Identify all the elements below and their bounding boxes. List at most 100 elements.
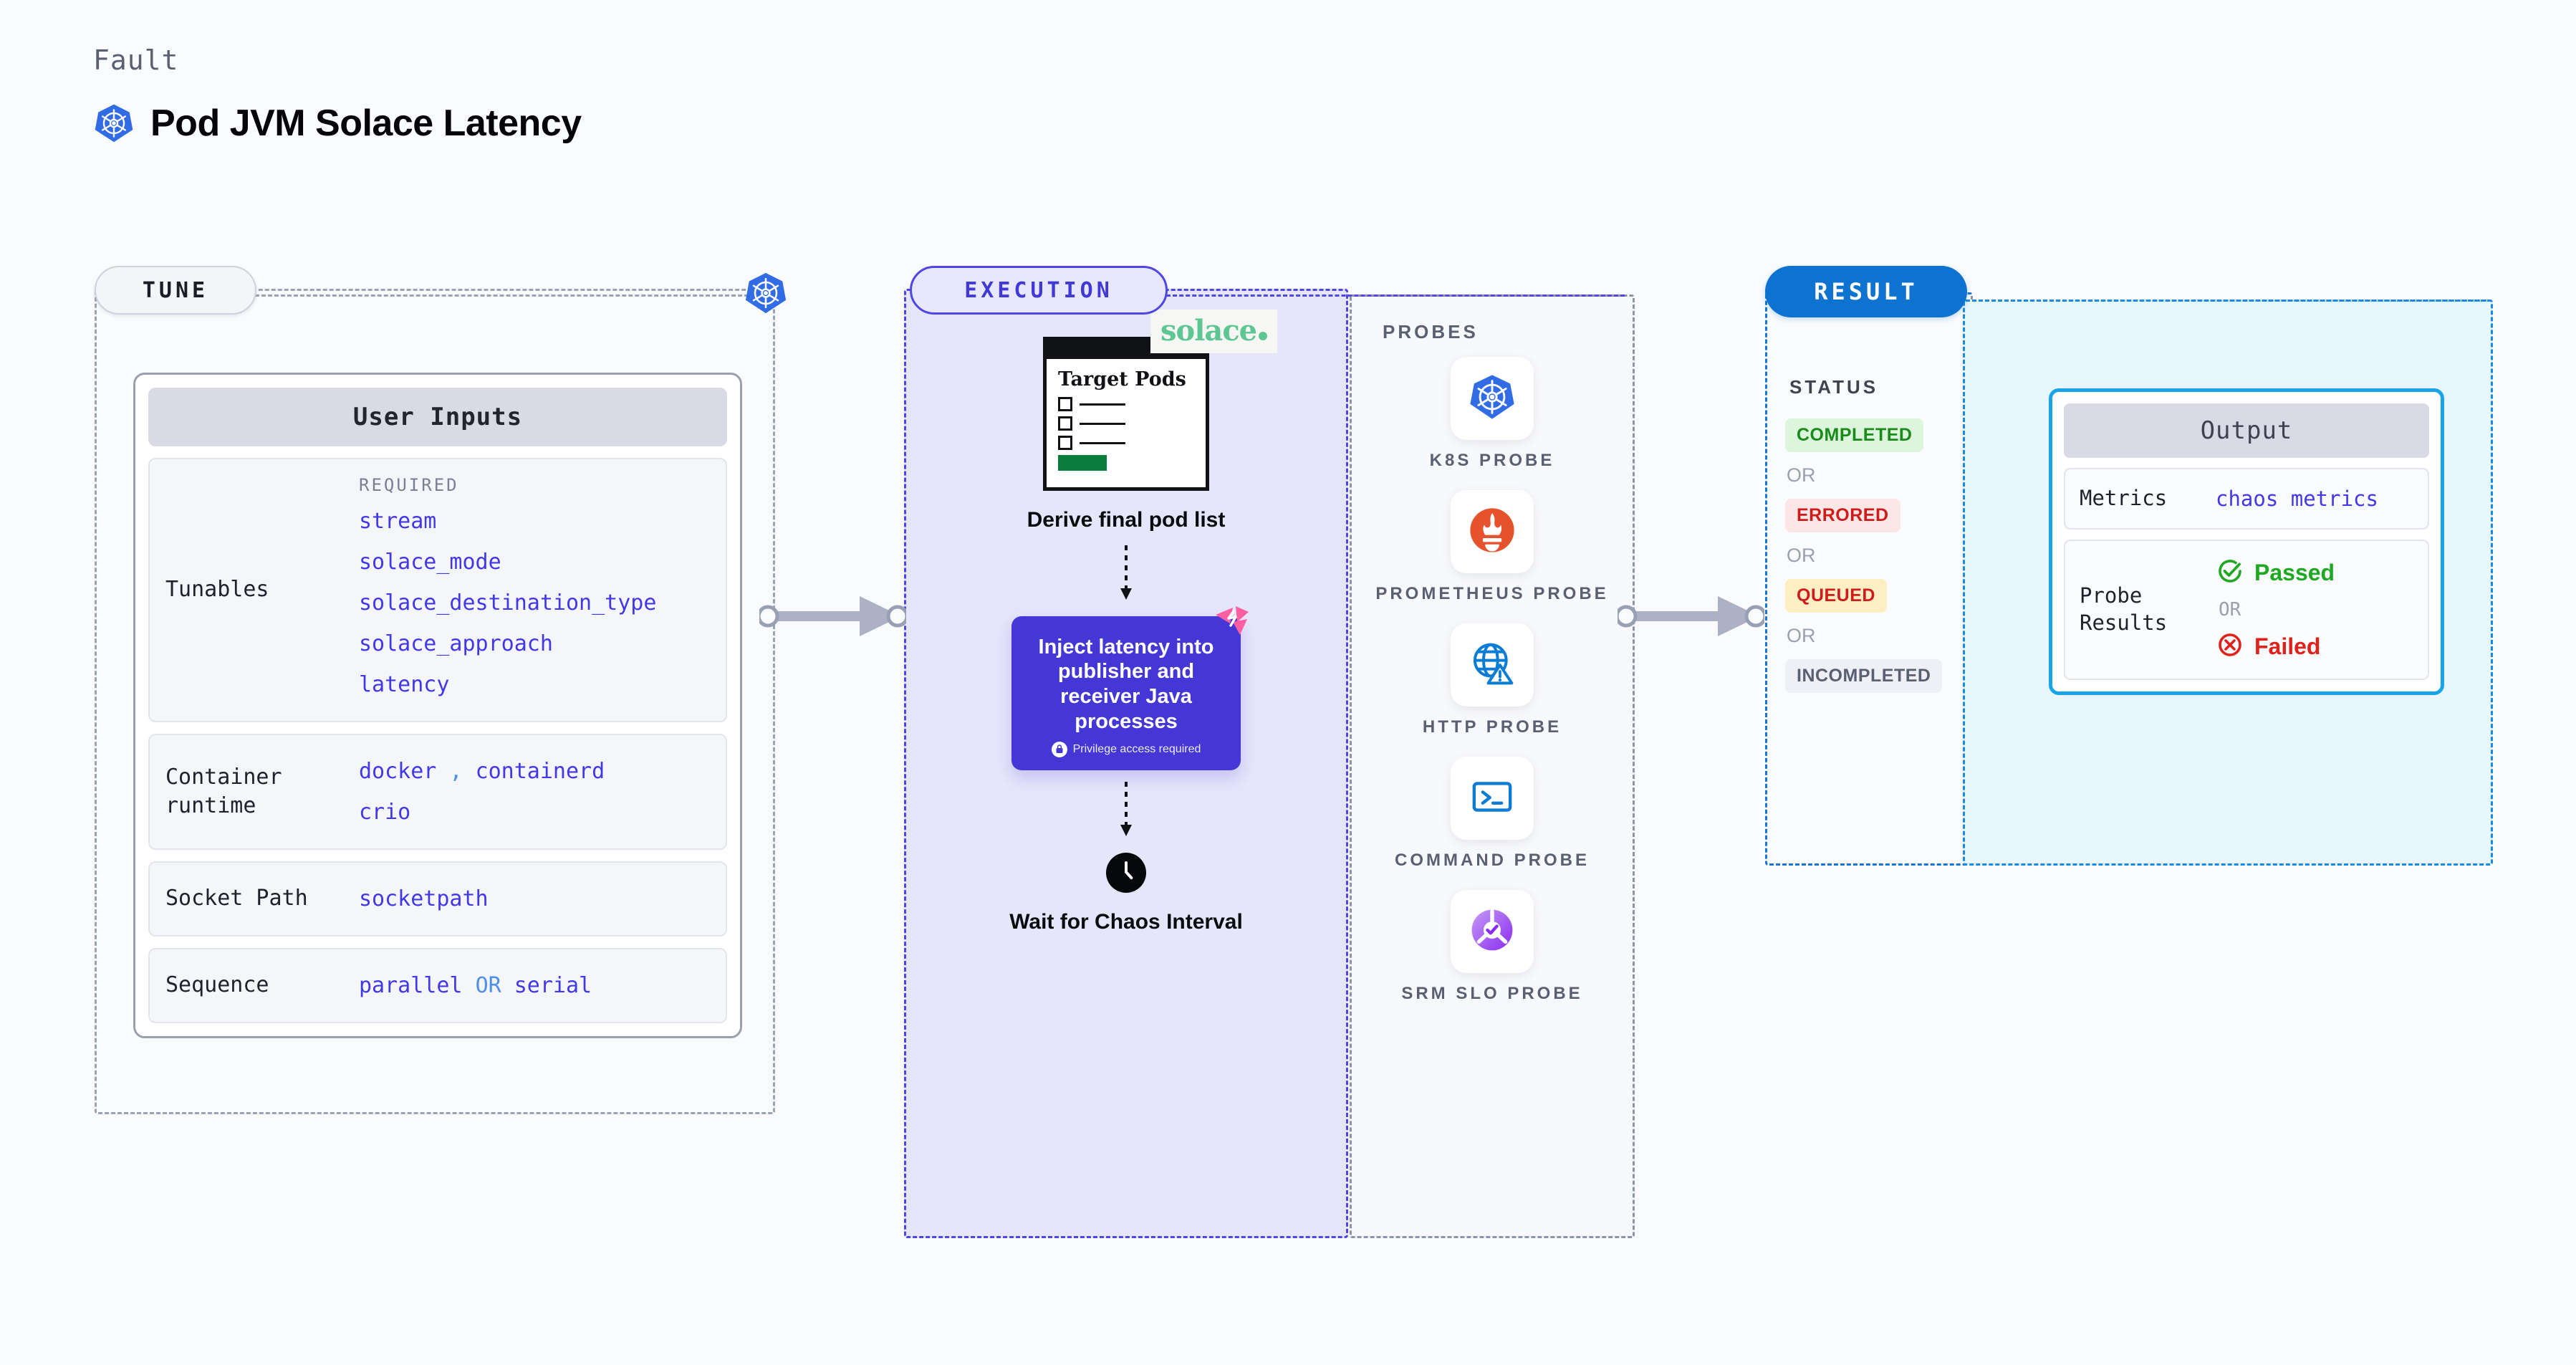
- probe-item-command[interactable]: COMMAND PROBE: [1395, 757, 1590, 871]
- result-connector-line: [1966, 300, 2491, 302]
- stage-label-result[interactable]: RESULT: [1765, 266, 1967, 317]
- solace-logo: solace: [1150, 310, 1278, 353]
- tunable-value[interactable]: solace_destination_type: [359, 590, 657, 616]
- checkbox-icon: [1058, 397, 1072, 412]
- status-badge: QUEUED: [1785, 579, 1964, 613]
- status-badge: COMPLETED: [1785, 418, 1964, 452]
- list-item: [1058, 436, 1197, 451]
- inject-latency-title: Inject latency into publisher and receiv…: [1038, 635, 1214, 733]
- status-badge: INCOMPLETED: [1785, 659, 1964, 693]
- derive-pod-list-caption: Derive final pod list: [1027, 508, 1226, 532]
- prometheus-icon: [1467, 505, 1517, 559]
- inject-latency-card[interactable]: Inject latency into publisher and receiv…: [1011, 605, 1249, 770]
- runtime-value[interactable]: crio: [359, 800, 411, 825]
- probe-item-http[interactable]: HTTP PROBE: [1423, 623, 1562, 738]
- or-label: OR: [1787, 464, 1816, 486]
- tune-to-execution-arrow: [756, 588, 909, 648]
- probe-label: PROMETHEUS PROBE: [1375, 584, 1609, 603]
- page-header: Fault Pod: [93, 44, 582, 145]
- tunables-row: Tunables REQUIRED stream solace_mode sol…: [148, 458, 727, 722]
- probe-item-k8s[interactable]: K8S PROBE: [1430, 357, 1555, 471]
- tune-connector-line: [255, 294, 768, 297]
- user-inputs-card: User Inputs Tunables REQUIRED stream sol…: [133, 373, 742, 1038]
- privilege-note: Privilege access required: [1027, 741, 1225, 757]
- tunable-value[interactable]: stream: [359, 509, 437, 534]
- tunables-values: REQUIRED stream solace_mode solace_desti…: [359, 475, 656, 705]
- probe-results-label: Probe Results: [2080, 583, 2168, 635]
- wait-chaos-interval-caption: Wait for Chaos Interval: [1009, 909, 1243, 934]
- probes-title: PROBES: [1383, 321, 1479, 343]
- tunable-value[interactable]: latency: [359, 672, 450, 697]
- container-runtime-label: Container runtime: [165, 764, 282, 819]
- or-label: OR: [1787, 545, 1816, 566]
- or-label: OR: [2219, 598, 2241, 621]
- probe-label: SRM SLO PROBE: [1401, 984, 1583, 1003]
- runtime-value[interactable]: containerd: [475, 759, 605, 784]
- metrics-row: Metrics chaos metrics: [2064, 468, 2429, 530]
- tunable-value[interactable]: solace_approach: [359, 631, 553, 656]
- list-item: [1058, 416, 1197, 431]
- terminal-icon: [1467, 772, 1517, 825]
- text-line: [1080, 422, 1125, 425]
- document-checklist: [1058, 397, 1197, 451]
- metrics-label: Metrics: [2080, 486, 2168, 510]
- execution-connector-line: [1166, 294, 1625, 297]
- execution-flow: Target Pods solace Derive final pod list: [910, 310, 1342, 935]
- output-card: Output Metrics chaos metrics Probe Resul…: [2049, 388, 2444, 695]
- metrics-value[interactable]: chaos metrics: [2216, 486, 2378, 511]
- text-line: [1080, 403, 1125, 406]
- required-label: REQUIRED: [359, 475, 459, 495]
- target-pods-document: Target Pods solace: [1043, 310, 1278, 491]
- solace-dot-icon: [1259, 332, 1268, 340]
- chaos-ribbon-icon: [1211, 605, 1250, 644]
- sequence-value[interactable]: serial: [514, 973, 592, 998]
- probes-list: K8S PROBE PROMETHEUS PROBE: [1350, 357, 1635, 1023]
- stage-label-tune[interactable]: TUNE: [95, 266, 256, 315]
- list-item: [1058, 397, 1197, 412]
- sequence-label: Sequence: [165, 972, 269, 998]
- probe-results-values: Passed OR Failed: [2216, 557, 2335, 663]
- fault-kicker: Fault: [93, 44, 179, 76]
- checkbox-icon: [1058, 436, 1072, 451]
- probe-item-prometheus[interactable]: PROMETHEUS PROBE: [1375, 490, 1608, 605]
- runtime-value[interactable]: docker: [359, 759, 437, 784]
- check-circle-icon: [2216, 557, 2244, 589]
- document-title: Target Pods: [1058, 368, 1186, 391]
- tunables-label: Tunables: [165, 577, 269, 603]
- tunable-value[interactable]: solace_mode: [359, 550, 501, 575]
- probe-results-row: Probe Results Passed OR: [2064, 539, 2429, 680]
- document-progress-bar: [1058, 455, 1107, 471]
- text-line: [1080, 441, 1125, 444]
- sequence-value[interactable]: parallel: [359, 973, 463, 998]
- probe-label: HTTP PROBE: [1422, 717, 1562, 737]
- or-label: OR: [1787, 625, 1816, 646]
- sequence-separator: OR: [475, 973, 501, 998]
- status-badge: ERRORED: [1785, 499, 1964, 532]
- probe-result-passed: Passed: [2216, 557, 2335, 589]
- runtime-separator: ,: [449, 759, 463, 784]
- flow-arrow-down: [1119, 781, 1133, 841]
- output-title: Output: [2064, 403, 2429, 458]
- stage-label-execution[interactable]: EXECUTION: [910, 266, 1168, 315]
- execution-to-result-arrow: [1615, 588, 1767, 648]
- user-inputs-title: User Inputs: [148, 388, 727, 446]
- socket-path-row: Socket Path socketpath: [148, 861, 727, 937]
- title-row: Pod JVM Solace Latency: [93, 102, 582, 145]
- socket-path-label: Socket Path: [165, 886, 308, 911]
- privilege-text: Privilege access required: [1072, 742, 1201, 755]
- probe-label: COMMAND PROBE: [1395, 851, 1590, 870]
- kubernetes-icon: [1467, 372, 1517, 426]
- probe-result-failed: Failed: [2216, 631, 2335, 663]
- page-title: Pod JVM Solace Latency: [150, 102, 582, 144]
- clock-icon: [1106, 852, 1146, 893]
- socket-path-value[interactable]: socketpath: [359, 886, 489, 911]
- container-runtime-values: docker , containerd crio: [359, 751, 605, 833]
- container-runtime-row: Container runtime docker , containerd cr…: [148, 734, 727, 850]
- sequence-row: Sequence parallel OR serial: [148, 948, 727, 1023]
- tune-stage-frame: [95, 289, 775, 1114]
- probe-item-srm-slo[interactable]: SRM SLO PROBE: [1401, 890, 1582, 1005]
- lock-icon: [1051, 741, 1067, 757]
- probe-label: K8S PROBE: [1429, 451, 1555, 470]
- document-body: Target Pods: [1043, 337, 1209, 491]
- x-circle-icon: [2216, 631, 2244, 663]
